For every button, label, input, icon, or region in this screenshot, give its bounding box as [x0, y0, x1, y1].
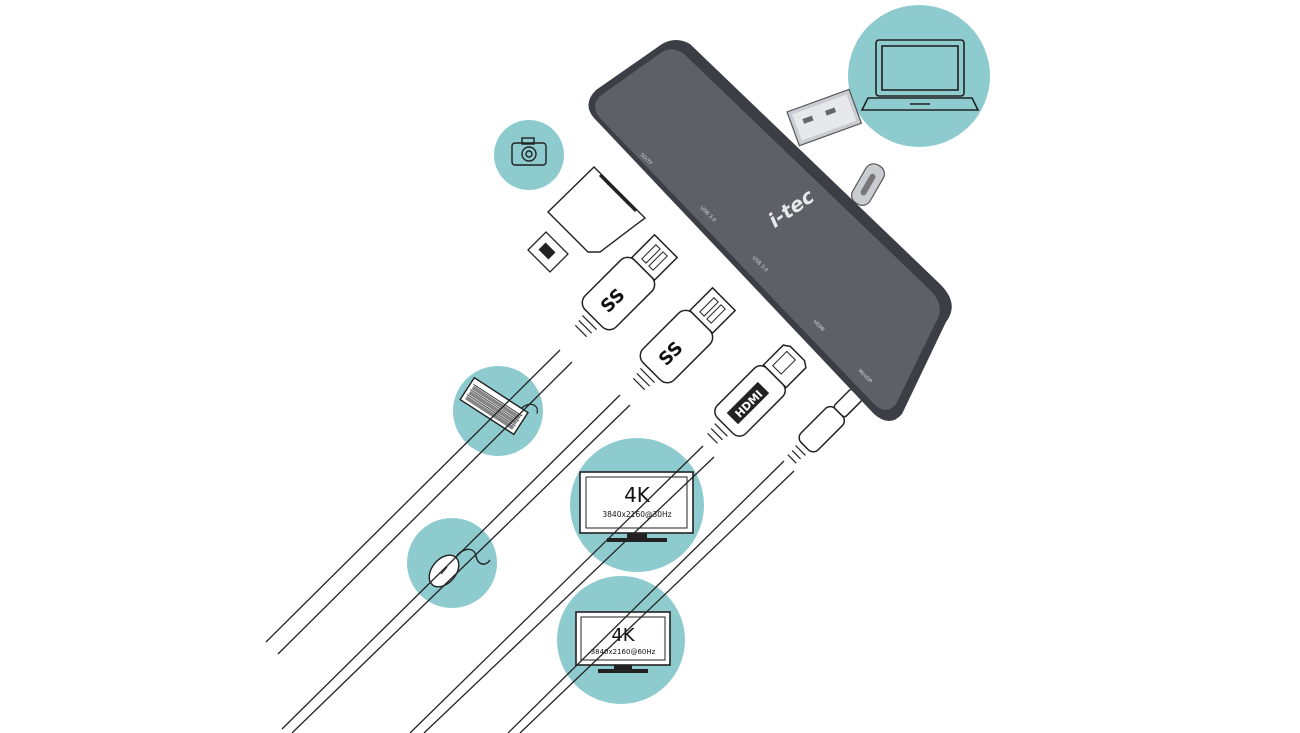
usb-connector-1: SS	[574, 233, 679, 338]
hdmi-connector: HDMI	[707, 344, 807, 444]
monitor-top-detail: 3840x2160@30Hz	[602, 510, 671, 519]
monitor-top-resolution: 4K	[624, 483, 651, 507]
camera-icon	[511, 137, 547, 166]
sd-card-icon	[547, 166, 647, 253]
usb-connector-2: SS	[632, 286, 737, 391]
monitor-bottom-detail: 3840x2160@60Hz	[591, 648, 656, 656]
hub-usb-a-plug	[786, 88, 863, 147]
keyboard-icon	[459, 376, 538, 436]
laptop-icon	[860, 39, 980, 111]
mouse-circle	[407, 518, 497, 608]
hub-usb-c-plug	[851, 163, 885, 206]
monitor-icon	[575, 611, 671, 673]
minidp-connector	[787, 388, 863, 464]
cables	[265, 349, 795, 733]
microsd-card-icon	[527, 231, 569, 273]
hub-device: i-tec SD/TF USB 3.0 USB 3.0 HDMI MiniDP	[588, 40, 952, 421]
monitor-circle-top: 4K 3840x2160@30Hz	[570, 438, 704, 572]
camera-circle	[494, 120, 564, 190]
monitor-icon	[579, 471, 694, 542]
laptop-circle	[848, 5, 990, 147]
monitor-bottom-resolution: 4K	[611, 625, 635, 646]
monitor-circle-bottom: 4K 3840x2160@60Hz	[557, 576, 685, 704]
